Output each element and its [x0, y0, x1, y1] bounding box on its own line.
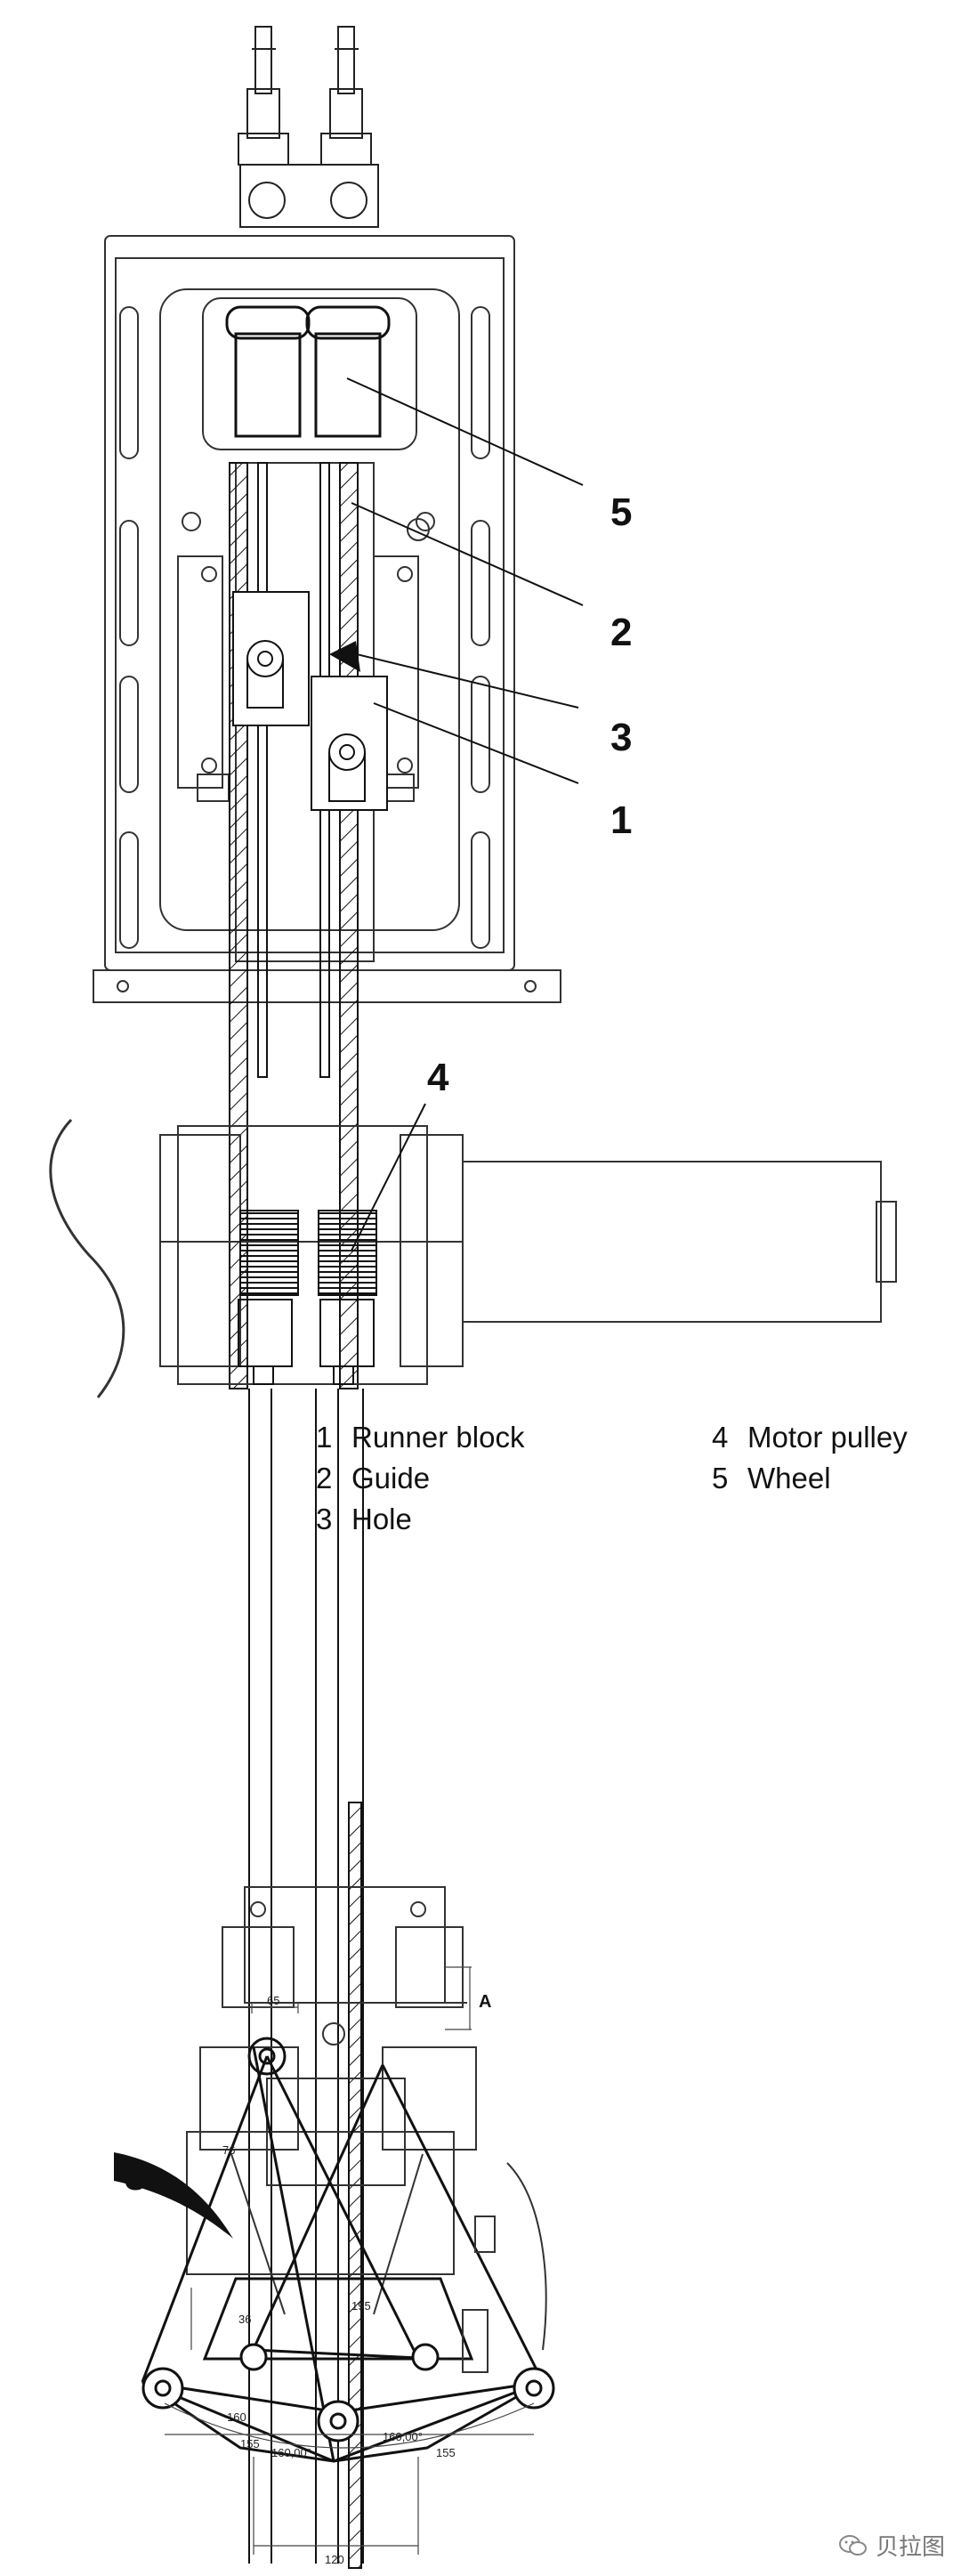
- watermark-text: 贝拉图: [875, 2534, 945, 2561]
- dim-76: 76: [222, 2143, 235, 2157]
- legend-item-hole: 3 Hole: [316, 1499, 524, 1540]
- callout-1: 1: [610, 798, 632, 842]
- dimension-labels: 65 A 160 155 160,00° 160,00° 155 120 76 …: [222, 1992, 491, 2566]
- leader-lines: [337, 377, 584, 1252]
- dim-65: 65: [267, 1994, 279, 2007]
- top-connectors: [238, 26, 379, 228]
- legend-item-runner-block: 1 Runner block: [316, 1417, 524, 1458]
- lower-head: [186, 1886, 477, 2315]
- dim-A: A: [479, 1992, 491, 2012]
- legend-label: Motor pulley: [747, 1421, 908, 1454]
- dim-160-c: 160,00°: [383, 2430, 423, 2443]
- dim-120: 120: [325, 2553, 344, 2566]
- runner-block-upper: [232, 591, 310, 726]
- dim-160-b: 160,00°: [271, 2446, 311, 2459]
- callout-4: 4: [427, 1056, 449, 1099]
- callout-numbers: 5 2 3 1 4 3: [125, 490, 632, 2199]
- callout-3-lower: 3: [125, 2155, 146, 2199]
- dim-155-a: 155: [240, 2437, 260, 2450]
- legend-num: 4: [712, 1421, 729, 1454]
- delta-arms: [141, 2037, 545, 2463]
- dim-155-b: 155: [436, 2446, 456, 2459]
- arrow-3-lower: [114, 2152, 233, 2239]
- wechat-icon: [838, 2534, 867, 2556]
- wheels: [225, 305, 391, 438]
- runner-block-lower: [311, 676, 388, 811]
- callout-2: 2: [610, 611, 632, 654]
- legend-num: 1: [316, 1421, 333, 1454]
- legend-left: 1 Runner block 2 Guide 3 Hole: [316, 1417, 524, 1540]
- pulley-housing: [49, 1118, 897, 1398]
- dim-160-a: 160: [227, 2410, 246, 2424]
- end-effector-wheels: [141, 2343, 555, 2442]
- legend-right: 4 Motor pulley 5 Wheel: [712, 1417, 908, 1499]
- legend-item-motor-pulley: 4 Motor pulley: [712, 1417, 908, 1458]
- dim-36: 36: [238, 2313, 251, 2326]
- legend-label: Guide: [351, 1462, 431, 1495]
- legend-label: Wheel: [747, 1462, 831, 1495]
- legend-item-wheel: 5 Wheel: [712, 1458, 908, 1499]
- legend-num: 5: [712, 1462, 729, 1495]
- legend-label: Hole: [351, 1503, 412, 1535]
- callout-5: 5: [610, 490, 632, 534]
- motor-frame: [93, 235, 561, 1003]
- callout-3: 3: [610, 716, 632, 759]
- motor-pulleys: [238, 1210, 377, 1385]
- legend-label: Runner block: [351, 1421, 525, 1454]
- legend-num: 3: [316, 1503, 333, 1535]
- dim-195: 195: [351, 2299, 371, 2313]
- legend-num: 2: [316, 1462, 333, 1495]
- dimension-lines: [164, 1966, 535, 2555]
- arrow-head-3: [329, 641, 360, 672]
- hose-right: [462, 2162, 547, 2373]
- legend-item-guide: 2 Guide: [316, 1458, 524, 1499]
- watermark: 贝拉图: [838, 2529, 945, 2562]
